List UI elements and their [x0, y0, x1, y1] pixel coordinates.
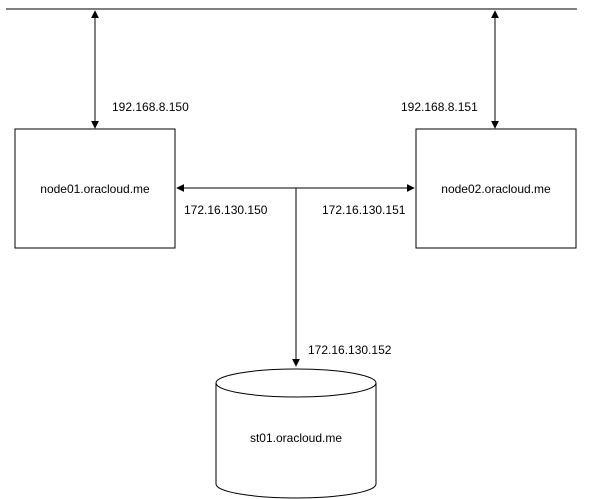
node01-public-ip-label: 192.168.8.150 — [112, 100, 189, 114]
node01-private-ip-label: 172.16.130.150 — [184, 203, 268, 217]
node02-box — [415, 128, 577, 249]
node02-public-ip-label: 192.168.8.151 — [401, 100, 478, 114]
node01-label: node01.oracloud.me — [40, 182, 150, 196]
node01-box — [14, 128, 176, 249]
node02-private-ip-label: 172.16.130.151 — [322, 203, 406, 217]
node02-label: node02.oracloud.me — [441, 182, 551, 196]
st01-label: st01.oracloud.me — [250, 431, 342, 445]
storage-cylinder-body — [215, 383, 377, 499]
st01-private-ip-label: 172.16.130.152 — [308, 343, 392, 357]
storage-cylinder — [215, 368, 377, 499]
storage-cylinder-top — [215, 368, 377, 398]
